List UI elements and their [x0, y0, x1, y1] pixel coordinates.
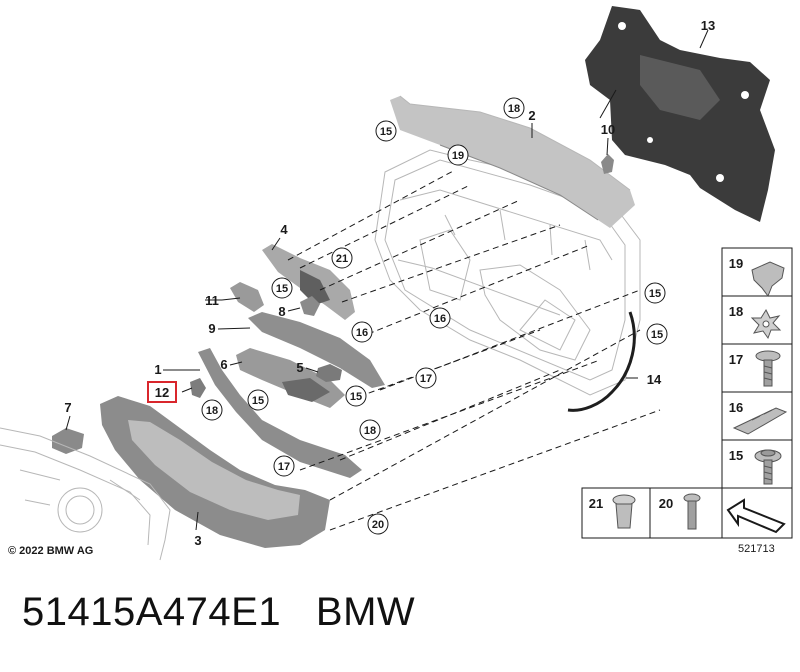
legend-row-18: 18	[729, 304, 782, 340]
adjacent-component-outline	[0, 427, 171, 561]
svg-text:15: 15	[380, 126, 392, 138]
hardware-legend-bottom: 21 20	[581, 487, 793, 539]
callout-15-b: 15	[345, 385, 367, 407]
direction-arrow-icon	[726, 498, 786, 534]
leader-lines	[65, 29, 709, 531]
part-12-clip	[190, 378, 206, 398]
label-11: 11	[205, 293, 219, 308]
assembly-lines	[287, 169, 661, 531]
callout-15-a: 15	[271, 277, 293, 299]
parts-diagram: 13 2 10 4 11 8 9 6 5 1 7 3 14 12 18 15 1…	[0, 6, 793, 561]
part-7-small	[52, 428, 84, 454]
callout-18-b: 18	[359, 419, 381, 441]
label-14: 14	[647, 372, 662, 387]
svg-text:19: 19	[452, 150, 464, 162]
svg-text:15: 15	[649, 288, 661, 300]
svg-text:18: 18	[729, 304, 743, 319]
legend-row-21: 21	[589, 494, 636, 529]
svg-text:17: 17	[729, 352, 743, 367]
label-2: 2	[528, 108, 535, 123]
label-7: 7	[64, 400, 71, 415]
callout-16-b: 16	[351, 321, 373, 343]
part-labels: 13 2 10 4 11 8 9 6 5 1 7 3 14	[64, 18, 715, 548]
svg-text:18: 18	[206, 405, 218, 417]
svg-text:17: 17	[420, 373, 432, 385]
part-4-carrier	[262, 244, 355, 320]
part-14-seal	[567, 311, 636, 412]
footer-title: 51415A474E1 BMW	[22, 590, 416, 634]
figure-id: 521713	[738, 543, 775, 555]
label-12-highlighted: 12	[147, 381, 177, 403]
legend-row-16: 16	[729, 400, 788, 435]
part-8-clip	[300, 296, 320, 316]
part-5-switch	[316, 364, 342, 382]
part-1-armrest-rail	[198, 348, 362, 478]
svg-text:19: 19	[729, 256, 743, 271]
legend-row-15: 15	[729, 448, 782, 485]
label-4: 4	[280, 222, 288, 237]
svg-text:15: 15	[276, 283, 288, 295]
svg-text:15: 15	[729, 448, 743, 463]
callout-19: 19	[447, 144, 469, 166]
label-13: 13	[701, 18, 715, 33]
svg-text:16: 16	[356, 327, 368, 339]
svg-text:18: 18	[508, 103, 520, 115]
part-13-carrier-plate	[585, 6, 775, 222]
svg-text:15: 15	[350, 391, 362, 403]
label-6: 6	[220, 357, 227, 372]
callout-15-top: 15	[375, 120, 397, 142]
callout-20: 20	[367, 513, 389, 535]
svg-text:16: 16	[434, 313, 446, 325]
callout-18-a: 18	[201, 399, 223, 421]
part-6-armrest-support	[236, 348, 345, 408]
callout-21: 21	[331, 247, 353, 269]
label-9: 9	[208, 321, 215, 336]
callout-18-top: 18	[503, 97, 525, 119]
part-9-decor-strip	[248, 312, 385, 388]
svg-text:17: 17	[278, 461, 290, 473]
legend-row-19: 19	[729, 256, 785, 298]
svg-text:20: 20	[659, 496, 673, 511]
svg-text:21: 21	[589, 496, 603, 511]
part-11-trim	[230, 282, 264, 312]
copyright: © 2022 BMW AG	[8, 545, 93, 557]
callout-17-a: 17	[415, 367, 437, 389]
svg-text:16: 16	[729, 400, 743, 415]
callout-16-a: 16	[429, 307, 451, 329]
door-frame-outline	[374, 149, 641, 396]
callout-circles: 18 15 19 21 15 15 16 16 15 17 15 15 18 1…	[201, 97, 668, 535]
label-3: 3	[194, 533, 201, 548]
svg-text:20: 20	[372, 519, 384, 531]
part-3-lower-panel	[100, 396, 330, 548]
callout-15-right: 15	[646, 323, 668, 345]
label-8: 8	[278, 304, 285, 319]
label-5: 5	[296, 360, 303, 375]
svg-text:15: 15	[651, 329, 663, 341]
callout-15-right-top: 15	[644, 282, 666, 304]
label-1: 1	[154, 362, 161, 377]
label-10: 10	[601, 122, 615, 137]
svg-text:18: 18	[364, 425, 376, 437]
hardware-legend: 19 18 17 16 15	[721, 247, 793, 489]
part-2-upper-trim	[390, 95, 635, 228]
callout-15-c: 15	[247, 389, 269, 411]
legend-row-17: 17	[729, 350, 781, 387]
callout-17-b: 17	[273, 455, 295, 477]
svg-text:21: 21	[336, 253, 348, 265]
legend-row-20: 20	[659, 493, 701, 530]
svg-text:15: 15	[252, 395, 264, 407]
label-12: 12	[155, 385, 169, 400]
part-10-clip	[601, 154, 614, 174]
